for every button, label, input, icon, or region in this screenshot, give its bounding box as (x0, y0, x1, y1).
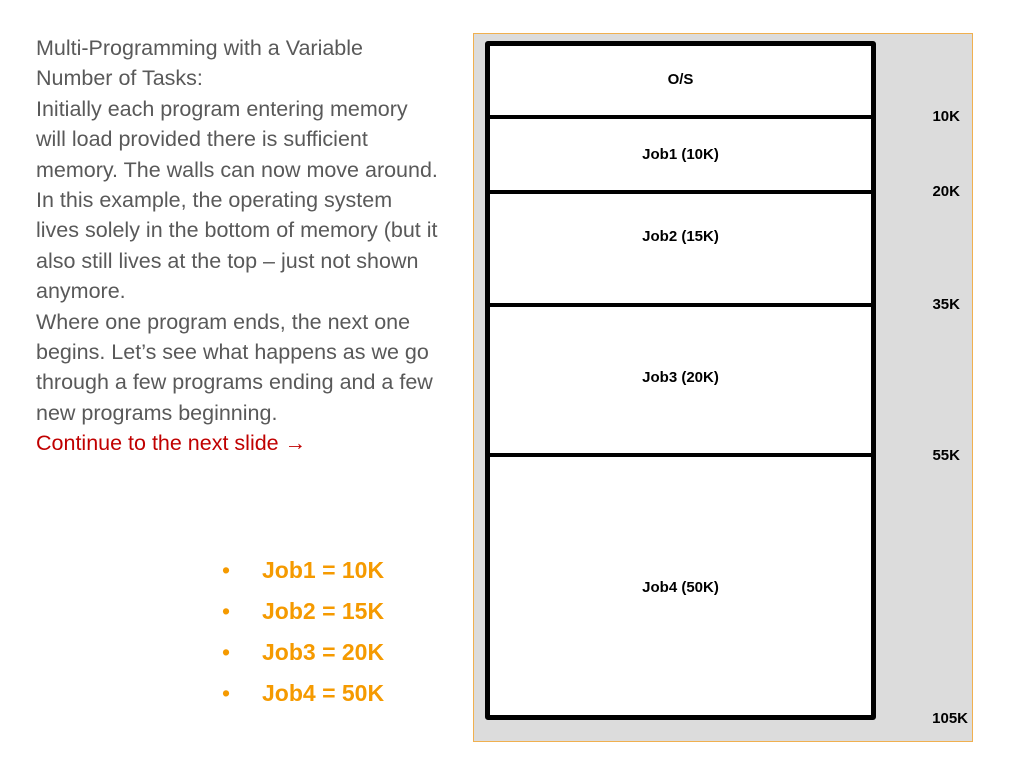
address-label-105k: 105K (932, 710, 968, 727)
list-item-text: Job4 = 50K (262, 680, 385, 706)
segment-label-job3: Job3 (20K) (642, 369, 719, 386)
memory-divider (485, 115, 876, 119)
list-item-text: Job1 = 10K (262, 557, 385, 583)
next-slide-link[interactable]: Continue to the next slide → (36, 431, 307, 456)
description-line-2: Initially each program entering memory w… (36, 96, 438, 182)
list-item: • Job2 = 15K (222, 595, 384, 636)
description-line-4: Where one program ends, the next one beg… (36, 309, 433, 425)
memory-divider (485, 453, 876, 457)
segment-label-job1: Job1 (10K) (642, 146, 719, 163)
segment-label-job2: Job2 (15K) (642, 228, 719, 245)
list-item: • Job3 = 20K (222, 636, 384, 677)
bullet-icon: • (222, 598, 231, 624)
segment-label-os: O/S (667, 71, 694, 88)
description-text: Multi-Programming with a Variable Number… (36, 33, 441, 459)
list-item: • Job1 = 10K (222, 554, 384, 595)
list-item-text: Job2 = 15K (262, 598, 385, 624)
list-item-text: Job3 = 20K (262, 639, 385, 665)
job-size-list: • Job1 = 10K • Job2 = 15K • Job3 = 20K • Job… (222, 554, 384, 718)
address-label-20k: 20K (932, 183, 960, 200)
address-label-10k: 10K (932, 108, 960, 125)
description-line-3: In this example, the operating system li… (36, 188, 438, 304)
list-item: • Job4 = 50K (222, 677, 384, 718)
description-line-1: Multi-Programming with a Variable Number… (36, 36, 363, 91)
bullet-icon: • (222, 557, 231, 583)
segment-label-job4: Job4 (50K) (642, 579, 719, 596)
memory-divider (485, 303, 876, 307)
memory-divider (485, 190, 876, 194)
address-label-35k: 35K (932, 296, 960, 313)
bullet-icon: • (222, 680, 231, 706)
bullet-icon: • (222, 639, 231, 665)
address-label-55k: 55K (932, 447, 960, 464)
memory-block (485, 41, 876, 720)
